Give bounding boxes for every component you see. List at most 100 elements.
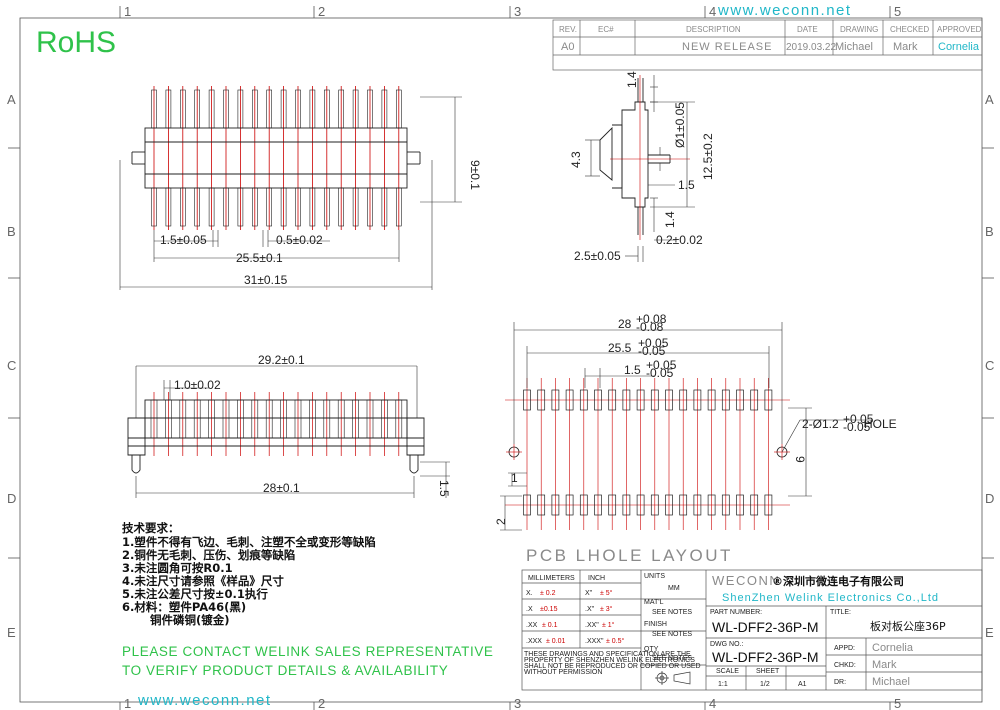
dim-total-31: 31±0.15 xyxy=(244,273,288,287)
pin-upper xyxy=(352,89,359,129)
pad-lower xyxy=(707,494,716,516)
rohs-mark: RoHS xyxy=(36,26,116,59)
column-label: 2 xyxy=(318,4,325,19)
part-number-label: PART NUMBER: xyxy=(710,609,762,616)
appd-value: Cornelia xyxy=(872,642,914,654)
dim-side-4-3: 4.3 xyxy=(569,151,583,168)
dim-pcb-28: 28 xyxy=(618,317,632,331)
approved-value: Cornelia xyxy=(938,41,980,53)
tol-mm-b: ± 0.2 xyxy=(540,590,556,597)
pad-upper xyxy=(721,389,730,411)
front-pin xyxy=(165,399,172,439)
pin-upper xyxy=(280,89,287,129)
tol-mm-b: ± 0.1 xyxy=(542,622,558,629)
dim-front-1-5: 1.5 xyxy=(437,480,451,497)
pin-lower xyxy=(338,187,345,227)
front-pin xyxy=(265,399,273,439)
pad-upper xyxy=(736,389,744,411)
tol-in-b: ± 3° xyxy=(600,605,613,613)
tech-line: 4.未注尺寸请参照《样品》尺寸 xyxy=(122,574,284,588)
tech-line: 2.铜件无毛刺、压伤、划痕等缺陷 xyxy=(122,548,295,562)
dim-pcb-25-5-tol-minus: -0.05 xyxy=(638,344,666,358)
tech-line: 5.未注公差尺寸按±0.1执行 xyxy=(122,587,268,601)
scale-value: 1:1 xyxy=(718,681,728,688)
dim-side-12-5: 12.5±0.2 xyxy=(701,133,715,180)
pad-lower xyxy=(693,494,702,516)
units-label: UNITS xyxy=(644,573,665,580)
contact-line: PLEASE CONTACT WELINK SALES REPRESENTATI… xyxy=(122,644,494,659)
approved-header: APPROVED xyxy=(937,25,982,34)
row-label: E xyxy=(7,625,16,640)
date-header: DATE xyxy=(797,25,818,34)
pin-lower xyxy=(266,187,273,227)
pin-lower xyxy=(323,187,330,227)
brand-name: WECONN xyxy=(712,573,780,588)
column-label: 5 xyxy=(894,4,901,19)
dwg-no-label: DWG NO.: xyxy=(710,641,743,648)
website-url-top[interactable]: www.weconn.net xyxy=(717,2,852,19)
tech-line: 铜件磷铜(镀金) xyxy=(149,613,230,627)
contact-notice: PLEASE CONTACT WELINK SALES REPRESENTATI… xyxy=(122,644,494,678)
side-view: 1.4 4.3 Ø1±0.05 12.5±0.2 1.5 1.4 0.2±0.0… xyxy=(569,71,715,263)
pad-upper xyxy=(608,389,617,411)
top-view: 9±0.1 1.5±0.05 0.5±0.02 25.5±0.1 31±0.15 xyxy=(119,86,482,290)
pin-lower xyxy=(194,187,200,227)
pcb-layout: 28 +0.08 -0.08 25.5 +0.05 -0.05 1.5 +0.0… xyxy=(494,312,897,531)
row-label: D xyxy=(7,491,16,506)
tech-line: 3.未注圆角可按R0.1 xyxy=(122,561,233,575)
row-label: B xyxy=(985,224,994,239)
pin-lower xyxy=(237,187,244,227)
front-pin xyxy=(237,399,244,439)
front-pin xyxy=(309,399,316,439)
dim-side-1-4-top: 1.4 xyxy=(625,71,639,88)
front-pin xyxy=(208,399,215,439)
drawing-number: WL-DFF2-36P-M xyxy=(712,649,819,665)
column-label: 2 xyxy=(318,696,325,710)
pad-upper xyxy=(650,389,659,411)
tech-line: 1.塑件不得有飞边、毛刺、注塑不全或变形等缺陷 xyxy=(122,535,376,549)
drawing-value: Michael xyxy=(835,41,873,53)
dim-pcb-9: 9 xyxy=(793,456,807,463)
pin-lower xyxy=(180,187,186,227)
pad-lower xyxy=(650,494,659,516)
front-pin xyxy=(294,399,302,439)
sheet-label: SHEET xyxy=(756,668,780,675)
pin-upper xyxy=(367,89,373,129)
part-number: WL-DFF2-36P-M xyxy=(712,619,819,635)
pad-upper xyxy=(537,389,546,411)
description-header: DESCRIPTION xyxy=(686,25,741,34)
millimeters-label: MILLIMETERS xyxy=(528,575,575,582)
dr-value: Michael xyxy=(872,676,910,688)
technical-requirements: 技术要求： 1.塑件不得有飞边、毛刺、注塑不全或变形等缺陷 2.铜件无毛刺、压伤… xyxy=(122,521,376,627)
row-label: B xyxy=(7,224,16,239)
contact-line: TO VERIFY PRODUCT DETAILS & AVAILABILITY xyxy=(122,663,448,678)
tol-in-b: ± 1° xyxy=(602,621,615,629)
tol-mm-b: ± 0.01 xyxy=(546,638,566,645)
pcb-layout-title: PCB LHOLE LAYOUT xyxy=(526,546,733,565)
pin-lower xyxy=(223,187,229,227)
dim-pcb-25-5: 25.5 xyxy=(608,341,632,355)
pin-upper xyxy=(180,89,186,129)
tol-in-a: .X" xyxy=(585,606,595,613)
pin-upper xyxy=(208,89,215,129)
pad-lower xyxy=(721,494,730,516)
pad-upper xyxy=(679,389,688,411)
pad-upper xyxy=(750,389,759,411)
pin-upper xyxy=(252,89,258,129)
pin-upper xyxy=(338,89,345,129)
pin-lower xyxy=(352,187,359,227)
dim-pcb-hole-word: HOLE xyxy=(864,417,897,431)
pad-upper xyxy=(693,389,702,411)
pin-lower xyxy=(395,187,402,227)
dim-front-28: 28±0.1 xyxy=(263,481,300,495)
dim-side-2-5: 2.5±0.05 xyxy=(574,249,621,263)
checked-value: Mark xyxy=(893,41,918,53)
front-pin xyxy=(381,399,388,439)
dim-pcb-1-5-tol-plus: +0.05 xyxy=(646,358,677,372)
pad-upper xyxy=(579,389,588,411)
pad-lower xyxy=(523,494,531,516)
pin-lower xyxy=(151,187,157,227)
website-url-bottom[interactable]: www.weconn.net xyxy=(137,692,272,709)
column-label: 3 xyxy=(514,4,521,19)
